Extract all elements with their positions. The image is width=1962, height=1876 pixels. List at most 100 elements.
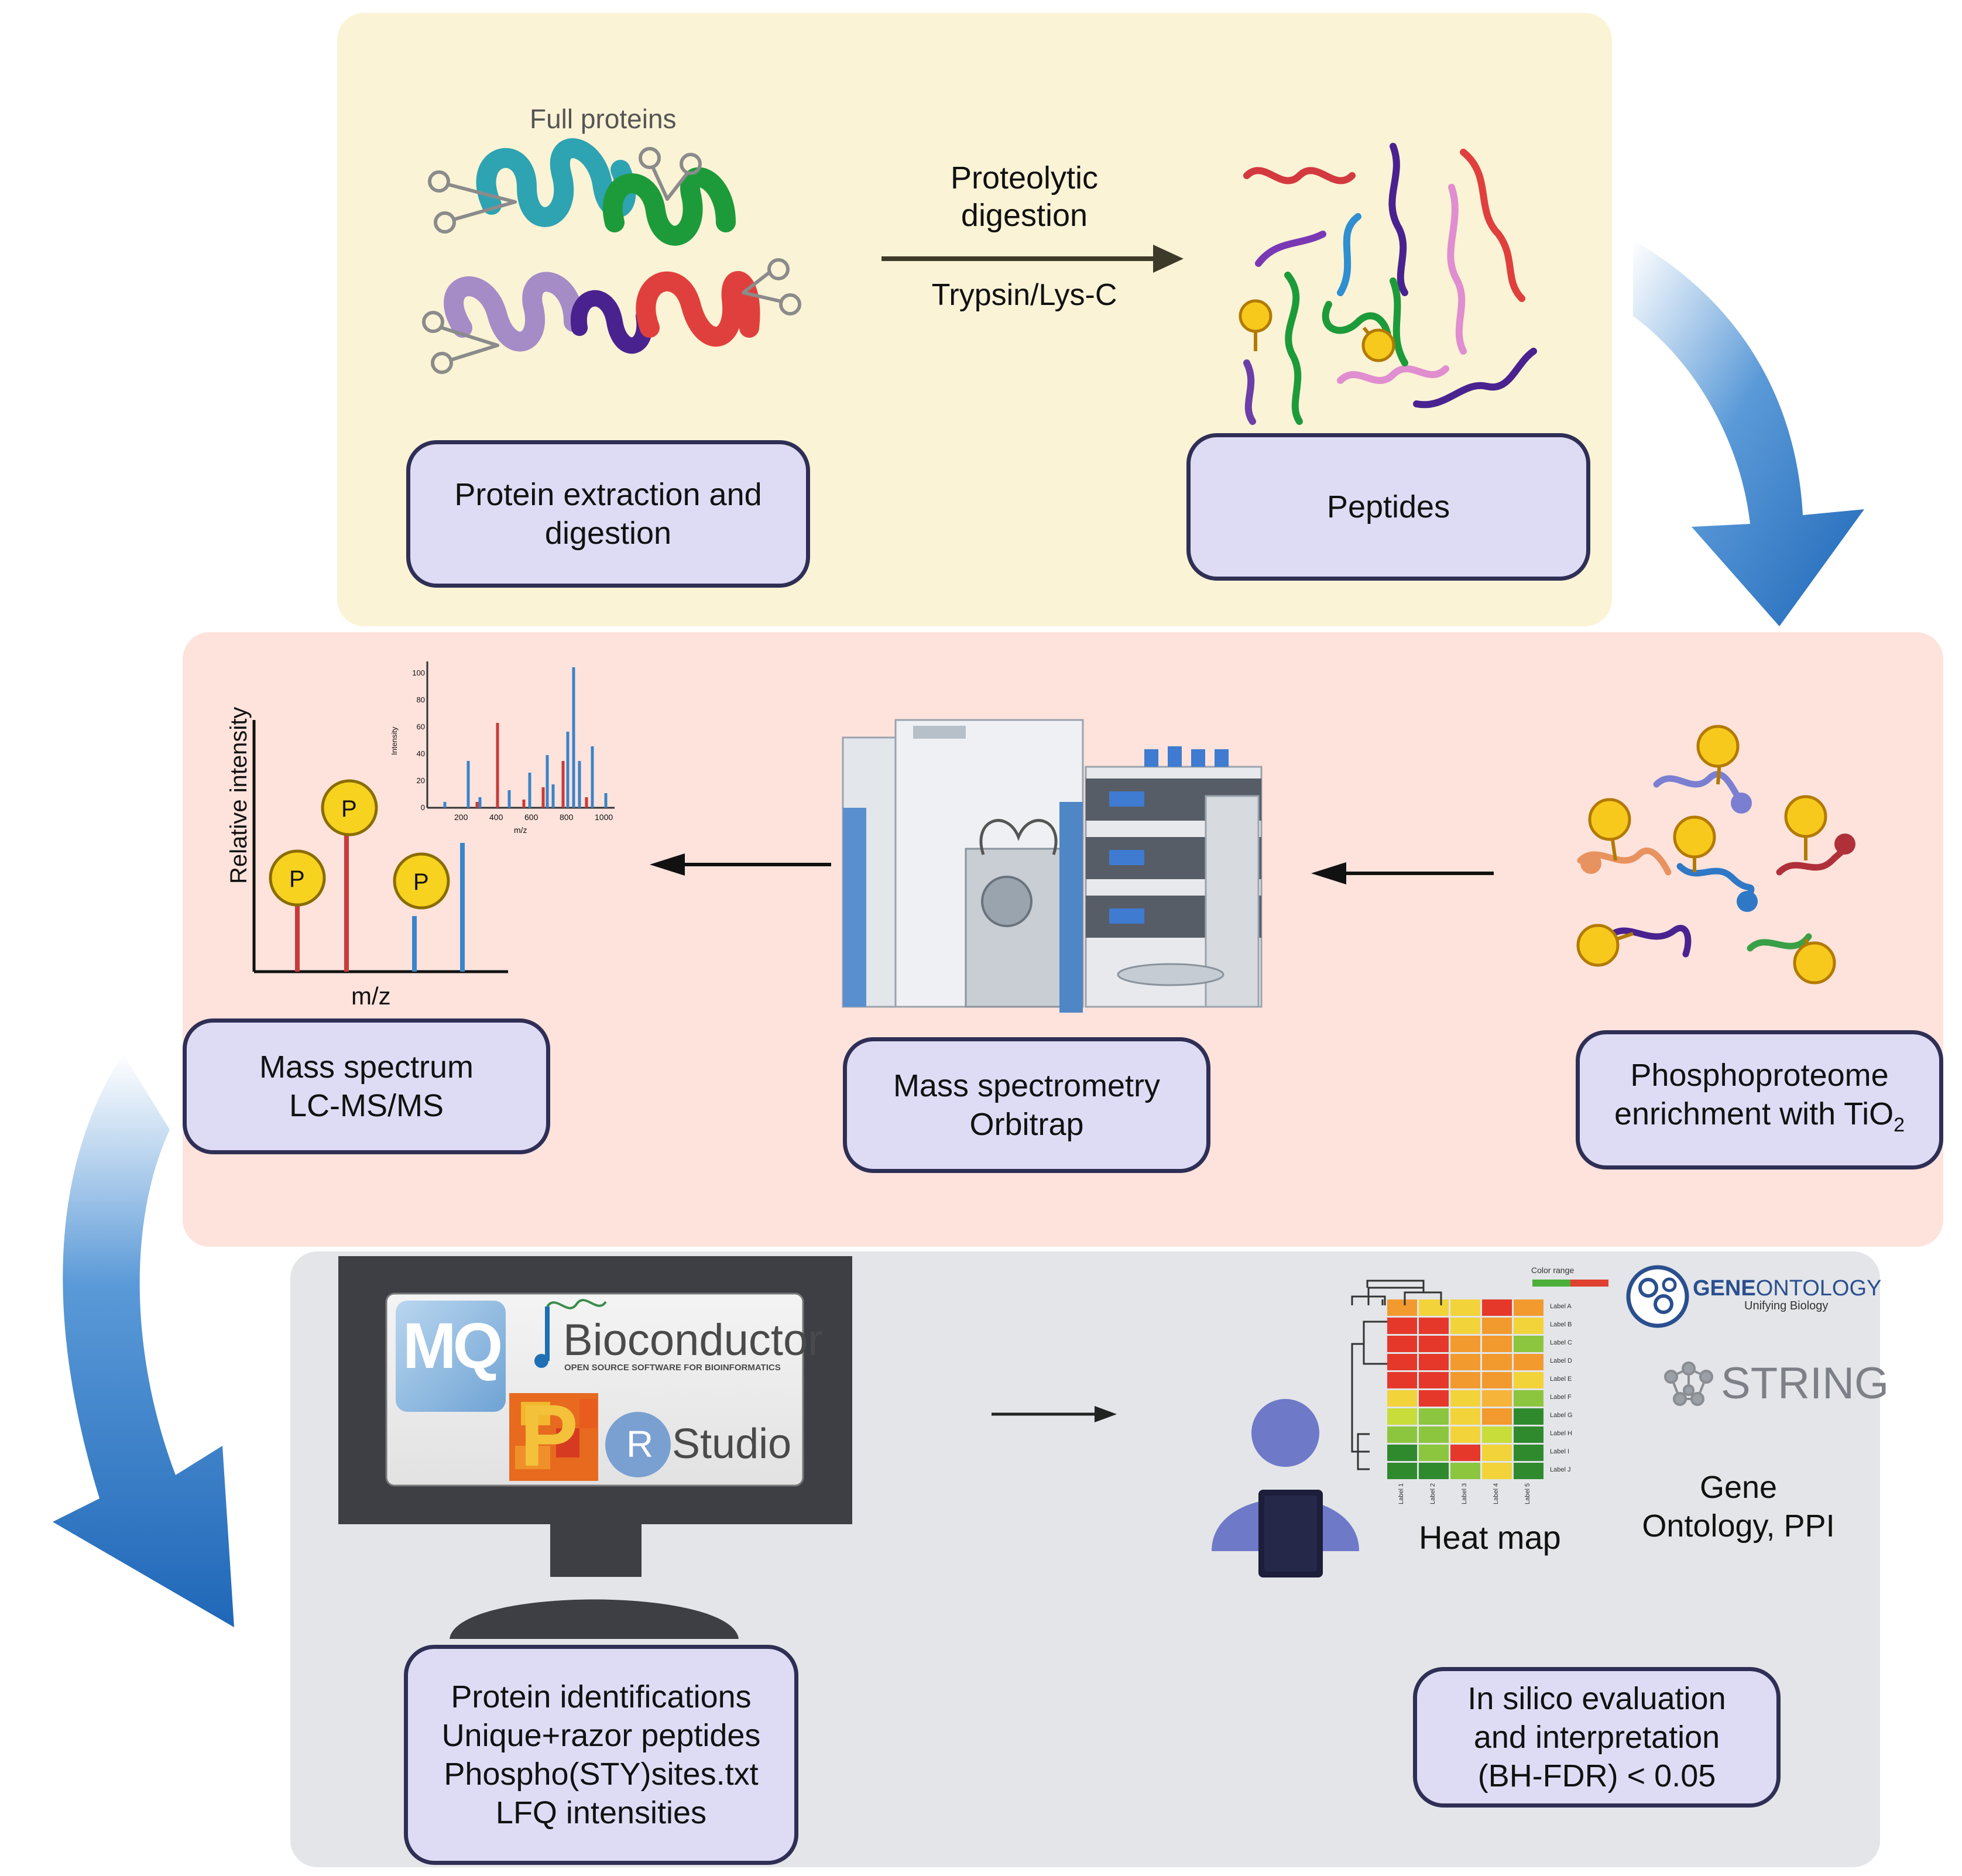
flow-arrow-right-icon [1633, 240, 1864, 626]
heatmap-cell [1419, 1445, 1449, 1461]
heatmap-col-label: Label 5 [1524, 1483, 1531, 1504]
computer-monitor-icon [338, 1256, 852, 1639]
heatmap-cell [1419, 1390, 1449, 1407]
heatmap-cell [1482, 1299, 1512, 1316]
phosphopeptide-markers [1576, 725, 1855, 985]
heatmap-cell [1387, 1318, 1417, 1334]
full-proteins-label: Full proteins [530, 104, 677, 134]
inset-y-tick: 40 [416, 749, 425, 758]
evaluation-box: In silico evaluation and interpretation … [1413, 1667, 1781, 1808]
string-logo-text: STRING [1721, 1359, 1889, 1408]
heatmap-row-label: Label G [1550, 1412, 1573, 1419]
geneontology-logo-text: GENEONTOLOGY [1693, 1276, 1881, 1301]
heatmap-cell [1387, 1408, 1417, 1425]
inset-y-axis-label: Intensity [390, 726, 399, 755]
spectrum-x-axis-label: m/z [351, 982, 391, 1010]
string-logo-icon [1664, 1361, 1713, 1406]
ms-arrow-left-1-icon [650, 853, 831, 876]
heatmap-cell [1450, 1390, 1480, 1407]
phospho-enrichment-line1: Phosphoproteome [1630, 1057, 1889, 1093]
inset-x-tick: 800 [560, 812, 574, 822]
heatmap-col-label: Label 4 [1493, 1483, 1500, 1504]
peptide-phospho-markers [1239, 299, 1395, 362]
heatmap-cell [1387, 1354, 1417, 1370]
heatmap-cell [1482, 1445, 1512, 1461]
inset-x-tick: 200 [454, 812, 468, 822]
heatmap-cell [1450, 1445, 1480, 1461]
heatmap-cell [1450, 1299, 1480, 1316]
mass-spectrometry-box: Mass spectrometry Orbitrap [843, 1037, 1210, 1173]
inset-spectrum-plot [426, 661, 615, 809]
heatmap-cell [1450, 1463, 1480, 1479]
inset-y-tick: 100 [412, 668, 425, 677]
heatmap-cell [1450, 1408, 1480, 1425]
heatmap-row-label: Label B [1550, 1321, 1572, 1328]
inset-x-tick: 400 [489, 812, 503, 822]
person-analyst-icon [1212, 1399, 1359, 1577]
heatmap-cell [1387, 1390, 1417, 1407]
inset-y-tick: 80 [416, 695, 425, 704]
heatmap-cell [1514, 1372, 1543, 1388]
maxquant-logo: MQ [403, 1310, 503, 1382]
heatmap-cell [1482, 1463, 1512, 1479]
peptides-icon [1243, 143, 1537, 425]
inset-x-axis-label: m/z [514, 825, 527, 835]
heatmap-icon [1387, 1299, 1543, 1479]
heatmap-row-label: Label D [1550, 1357, 1572, 1364]
tio2-subscript: 2 [1894, 1113, 1905, 1136]
analysis-arrow-icon [992, 1406, 1117, 1422]
heatmap-col-label: Label 1 [1398, 1483, 1405, 1504]
heatmap-cell [1482, 1390, 1512, 1407]
flow-arrow-left-icon [53, 1054, 234, 1627]
geneontology-logo-icon [1626, 1265, 1689, 1328]
peptides-box: Peptides [1186, 433, 1590, 581]
inset-x-tick: 600 [524, 812, 538, 822]
heatmap-row-label: Label H [1550, 1430, 1572, 1437]
inset-y-tick: 60 [416, 722, 425, 731]
heatmap-col-label: Label 3 [1461, 1483, 1468, 1504]
heatmap-cell [1387, 1372, 1417, 1388]
digestion-title: Proteolytic digestion [950, 160, 1099, 233]
heatmap-cell [1419, 1408, 1449, 1425]
heatmap-cell [1419, 1372, 1449, 1388]
heatmap-cell [1387, 1426, 1417, 1443]
heatmap-cell [1387, 1299, 1417, 1316]
bioconductor-logo: Bioconductor [563, 1315, 823, 1365]
heatmap-row-label: Label A [1550, 1303, 1572, 1310]
phospho-marker-2: P [341, 796, 357, 822]
heatmap-cell [1514, 1463, 1543, 1479]
rstudio-logo: Studio [672, 1421, 792, 1467]
heatmap-row-label: Label E [1550, 1376, 1572, 1383]
inset-y-tick: 0 [420, 803, 425, 812]
heatmap-cell [1419, 1299, 1449, 1316]
heatmap-cell [1514, 1336, 1543, 1352]
heatmap-cell [1482, 1372, 1512, 1388]
outputs-box: Protein identifications Unique+razor pep… [404, 1645, 798, 1865]
rstudio-r-logo: R [626, 1423, 654, 1465]
heatmap-title: Heat map [1419, 1519, 1561, 1556]
geneontology-ontology-text: ONTOLOGY [1755, 1276, 1882, 1301]
heatmap-cell [1419, 1426, 1449, 1443]
mass-spectrum-box: Mass spectrum LC-MS/MS [183, 1018, 550, 1154]
full-proteins-icon [422, 138, 801, 374]
heatmap-cell [1482, 1354, 1512, 1370]
heatmap-cell [1419, 1463, 1449, 1479]
heatmap-cell [1482, 1336, 1512, 1352]
perseus-logo: P [520, 1386, 579, 1484]
heatmap-cell [1514, 1426, 1543, 1443]
go-ppi-caption: Gene Ontology, PPI [1642, 1470, 1835, 1544]
digestion-arrow-icon [881, 245, 1184, 273]
phospho-enrichment-box: Phosphoproteome enrichment with TiO2 [1576, 1030, 1943, 1170]
heatmap-row-label: Label F [1550, 1394, 1572, 1401]
heatmap-col-label: Label 2 [1429, 1483, 1436, 1504]
geneontology-gene-text: GENE [1693, 1276, 1756, 1301]
heatmap-cell [1450, 1354, 1480, 1370]
mass-spectrometer-icon [842, 719, 1263, 1013]
inset-x-tick: 1000 [595, 812, 613, 822]
heatmap-cell [1450, 1336, 1480, 1352]
phospho-marker-1: P [289, 866, 305, 892]
heatmap-cell [1514, 1390, 1543, 1407]
phospho-enrichment-text: enrichment with TiO [1614, 1096, 1894, 1131]
spectrum-y-axis-label: Relative intensity [226, 706, 252, 884]
